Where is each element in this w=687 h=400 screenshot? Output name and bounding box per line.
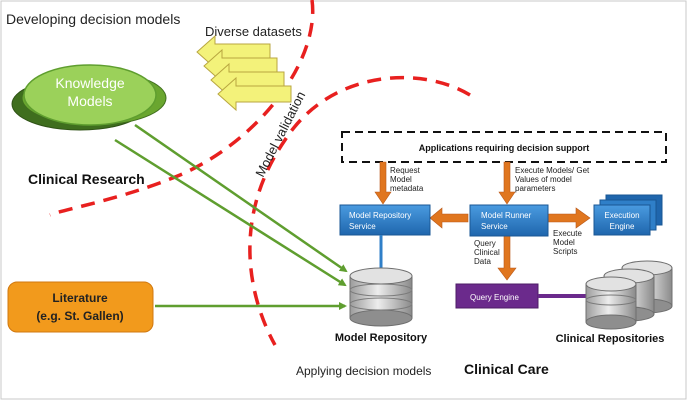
green-arrows bbox=[114, 123, 348, 310]
model-repository-service-box bbox=[339, 204, 431, 236]
query-clinical-data-text: Query Clinical Data bbox=[474, 239, 500, 266]
clinical-repositories-label: Clinical Repositories bbox=[556, 333, 665, 345]
model-runner-service-box bbox=[469, 204, 549, 237]
query-engine-box bbox=[455, 283, 539, 309]
svg-text:Data: Data bbox=[474, 257, 491, 266]
red-dashed-arc-inner bbox=[248, 75, 471, 346]
execute-model-scripts-text: Execute Model Scripts bbox=[553, 229, 582, 256]
clinical-repositories-cylinders bbox=[585, 260, 673, 330]
developing-label: Developing decision models bbox=[6, 11, 180, 27]
knowledge-models bbox=[11, 64, 167, 131]
model-repository-service-label-1: Model Repository bbox=[349, 211, 411, 220]
svg-text:Model: Model bbox=[553, 238, 575, 247]
execute-models-text: Execute Models/ Get Values of model para… bbox=[515, 166, 590, 193]
svg-text:Scripts: Scripts bbox=[553, 247, 577, 256]
svg-text:Query: Query bbox=[474, 239, 496, 248]
knowledge-label-1: Knowledge bbox=[55, 75, 124, 91]
literature-box bbox=[7, 281, 154, 333]
knowledge-label-2: Models bbox=[67, 93, 112, 109]
svg-text:metadata: metadata bbox=[390, 184, 424, 193]
svg-text:Clinical: Clinical bbox=[474, 248, 500, 257]
applications-label: Applications requiring decision support bbox=[419, 143, 590, 153]
query-engine-label: Query Engine bbox=[470, 293, 519, 302]
svg-text:parameters: parameters bbox=[515, 184, 555, 193]
diverse-datasets-arrows bbox=[196, 34, 292, 112]
applying-label: Applying decision models bbox=[296, 364, 431, 378]
diverse-datasets-label: Diverse datasets bbox=[205, 24, 302, 39]
model-repository-cylinder bbox=[349, 267, 413, 327]
execution-engine-stack bbox=[593, 194, 663, 236]
model-runner-service-label-2: Service bbox=[481, 222, 508, 231]
clinical-research-label: Clinical Research bbox=[28, 171, 145, 187]
red-dashed-arc-outer bbox=[49, 0, 315, 217]
execution-engine-label-2: Engine bbox=[610, 222, 635, 231]
execution-engine-label-1: Execution bbox=[604, 211, 639, 220]
model-repository-label: Model Repository bbox=[335, 332, 428, 344]
applications-box bbox=[341, 131, 667, 163]
literature-label-1: Literature bbox=[52, 291, 108, 305]
svg-text:Model: Model bbox=[390, 175, 412, 184]
svg-text:Values of model: Values of model bbox=[515, 175, 572, 184]
literature-label-2: (e.g. St. Gallen) bbox=[36, 309, 123, 323]
clinical-care-label: Clinical Care bbox=[464, 361, 549, 377]
svg-text:Execute Models/ Get: Execute Models/ Get bbox=[515, 166, 590, 175]
svg-text:Execute: Execute bbox=[553, 229, 582, 238]
model-runner-service-label-1: Model Runner bbox=[481, 211, 532, 220]
model-repository-service-label-2: Service bbox=[349, 222, 376, 231]
orange-arrows bbox=[374, 161, 591, 281]
svg-text:Request: Request bbox=[390, 166, 421, 175]
request-metadata-text: Request Model metadata bbox=[390, 166, 424, 193]
